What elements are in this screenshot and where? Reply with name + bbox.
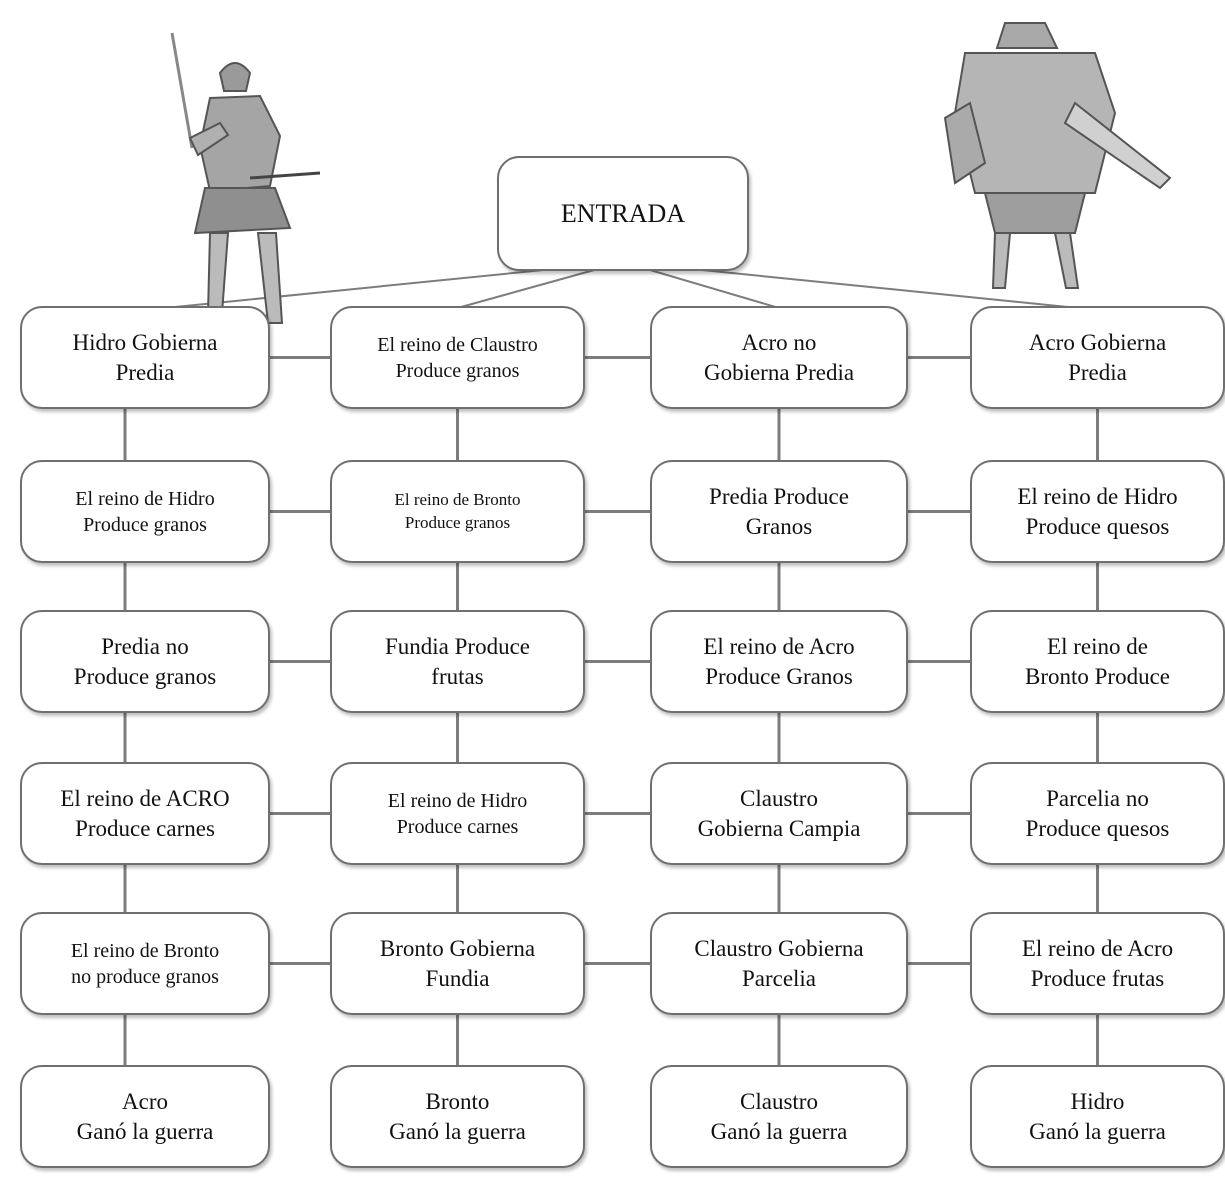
statement-node: El reino de Hidro Produce granos: [20, 460, 270, 563]
statement-node: Fundia Produce frutas: [330, 610, 585, 713]
statement-node: Hidro Gobierna Predia: [20, 306, 270, 409]
node-label: El reino de Bronto Produce granos: [394, 490, 521, 532]
entry-node: ENTRADA: [497, 156, 749, 271]
node-label: Claustro Gobierna Campia: [697, 785, 861, 841]
node-label: El reino de Bronto Produce: [1024, 633, 1170, 689]
statement-node: El reino de Hidro Produce carnes: [330, 762, 585, 865]
statement-node: El reino de Acro Produce Granos: [650, 610, 908, 713]
result-node: Bronto Ganó la guerra: [330, 1065, 585, 1168]
node-label: Acro Ganó la guerra: [76, 1088, 214, 1144]
statement-node: El reino de Claustro Produce granos: [330, 306, 585, 409]
statement-node: Predia no Produce granos: [20, 610, 270, 713]
node-label: Hidro Ganó la guerra: [1029, 1088, 1166, 1144]
node-label: El reino de Hidro Produce quesos: [1017, 483, 1178, 539]
statement-node: El reino de Bronto Produce: [970, 610, 1225, 713]
node-label: El reino de Hidro Produce carnes: [387, 789, 528, 838]
statement-node: Claustro Gobierna Campia: [650, 762, 908, 865]
node-label: Parcelia no Produce quesos: [1025, 785, 1170, 841]
node-label: Fundia Produce frutas: [384, 633, 530, 689]
armored-knight-icon: [943, 22, 1172, 289]
node-label: El reino de ACRO Produce carnes: [60, 785, 230, 841]
statement-node: Claustro Gobierna Parcelia: [650, 912, 908, 1015]
node-label: El reino de Bronto no produce granos: [70, 939, 220, 988]
statement-node: El reino de Bronto no produce granos: [20, 912, 270, 1015]
node-label: Claustro Gobierna Parcelia: [694, 935, 864, 991]
statement-node: El reino de Acro Produce frutas: [970, 912, 1225, 1015]
statement-node: Bronto Gobierna Fundia: [330, 912, 585, 1015]
node-label: El reino de Acro Produce Granos: [703, 633, 855, 689]
node-label: Bronto Gobierna Fundia: [379, 935, 536, 991]
statement-node: Acro no Gobierna Predia: [650, 306, 908, 409]
statement-node: El reino de Hidro Produce quesos: [970, 460, 1225, 563]
node-label: Claustro Ganó la guerra: [710, 1088, 848, 1144]
node-label: El reino de Hidro Produce granos: [75, 487, 215, 536]
samurai-warrior-icon: [170, 32, 321, 324]
node-label: Predia Produce Granos: [709, 483, 849, 539]
result-node: Claustro Ganó la guerra: [650, 1065, 908, 1168]
node-label: Hidro Gobierna Predia: [72, 329, 218, 385]
node-label: Bronto Ganó la guerra: [389, 1088, 526, 1144]
statement-node: Parcelia no Produce quesos: [970, 762, 1225, 865]
result-node: Hidro Ganó la guerra: [970, 1065, 1225, 1168]
node-label: El reino de Acro Produce frutas: [1021, 935, 1174, 991]
node-label: Predia no Produce granos: [73, 633, 217, 689]
result-node: Acro Ganó la guerra: [20, 1065, 270, 1168]
node-label: Acro no Gobierna Predia: [703, 329, 855, 385]
statement-node: El reino de Bronto Produce granos: [330, 460, 585, 563]
node-label: Acro Gobierna Predia: [1028, 329, 1167, 385]
node-label: El reino de Claustro Produce granos: [377, 333, 538, 382]
statement-node: El reino de ACRO Produce carnes: [20, 762, 270, 865]
statement-node: Predia Produce Granos: [650, 460, 908, 563]
statement-node: Acro Gobierna Predia: [970, 306, 1225, 409]
